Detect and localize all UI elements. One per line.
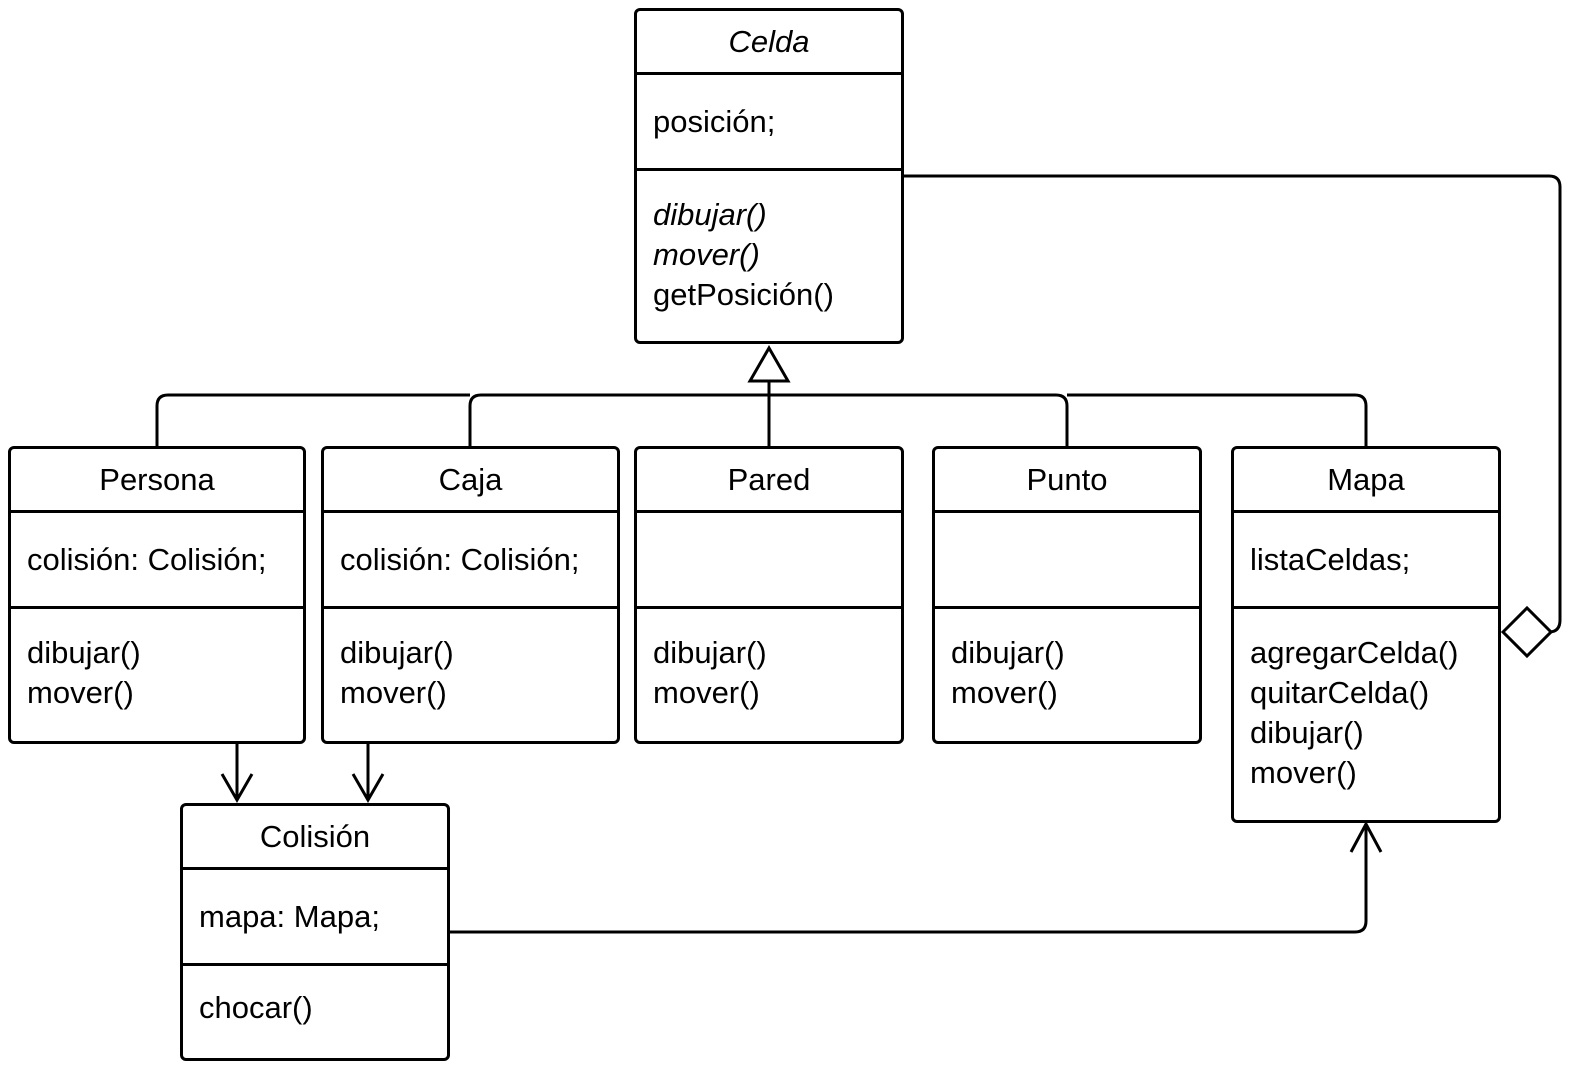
generalization-line-mapa bbox=[1067, 393, 1368, 446]
operations-compartment: dibujar() mover() bbox=[324, 609, 617, 741]
operations-compartment: dibujar() mover() bbox=[935, 609, 1199, 741]
arrowhead-colision-mapa bbox=[1349, 820, 1383, 853]
attributes-compartment bbox=[637, 513, 901, 609]
attribute: colisión: Colisión; bbox=[340, 541, 580, 577]
operation: getPosición() bbox=[653, 277, 834, 312]
operation: agregarCelda() bbox=[1250, 635, 1459, 670]
attribute: colisión: Colisión; bbox=[27, 541, 267, 577]
aggregation-line bbox=[904, 174, 1562, 634]
class-punto: Punto dibujar() mover() bbox=[932, 446, 1202, 744]
class-name: Mapa bbox=[1234, 449, 1498, 513]
operation: mover() bbox=[653, 237, 760, 272]
attributes-compartment: colisión: Colisión; bbox=[324, 513, 617, 609]
class-mapa: Mapa listaCeldas; agregarCelda() quitarC… bbox=[1231, 446, 1501, 823]
operations-compartment: dibujar() mover() bbox=[11, 609, 303, 741]
association-line-colision-mapa bbox=[449, 824, 1368, 934]
operation: dibujar() bbox=[653, 197, 767, 232]
generalization-line-punto bbox=[769, 393, 1069, 446]
operation: dibujar() bbox=[27, 635, 141, 670]
attributes-compartment: posición; bbox=[637, 75, 901, 171]
operations-compartment: chocar() bbox=[183, 966, 447, 1058]
class-name: Persona bbox=[11, 449, 303, 513]
attributes-compartment: listaCeldas; bbox=[1234, 513, 1498, 609]
class-caja: Caja colisión: Colisión; dibujar() mover… bbox=[321, 446, 620, 744]
operations-compartment: dibujar() mover() bbox=[637, 609, 901, 741]
class-persona: Persona colisión: Colisión; dibujar() mo… bbox=[8, 446, 306, 744]
operation: dibujar() bbox=[653, 635, 767, 670]
class-name: Pared bbox=[637, 449, 901, 513]
attributes-compartment: colisión: Colisión; bbox=[11, 513, 303, 609]
operation: quitarCelda() bbox=[1250, 675, 1430, 710]
class-pared: Pared dibujar() mover() bbox=[634, 446, 904, 744]
aggregation-diamond bbox=[1500, 605, 1554, 659]
attribute: listaCeldas; bbox=[1250, 541, 1411, 577]
attributes-compartment: mapa: Mapa; bbox=[183, 870, 447, 966]
operation: dibujar() bbox=[951, 635, 1065, 670]
class-name: Caja bbox=[324, 449, 617, 513]
operation: chocar() bbox=[199, 990, 313, 1025]
generalization-line-persona bbox=[155, 393, 470, 446]
generalization-line-caja bbox=[468, 393, 769, 446]
class-name: Punto bbox=[935, 449, 1199, 513]
generalization-triangle bbox=[747, 344, 791, 383]
operation: mover() bbox=[653, 675, 760, 710]
operations-compartment: agregarCelda() quitarCelda() dibujar() m… bbox=[1234, 609, 1498, 820]
attribute: posición; bbox=[653, 103, 776, 139]
operation: mover() bbox=[340, 675, 447, 710]
arrowhead-persona-colision bbox=[220, 773, 254, 804]
operation: dibujar() bbox=[1250, 715, 1364, 750]
operation: dibujar() bbox=[340, 635, 454, 670]
class-celda: Celda posición; dibujar() mover() getPos… bbox=[634, 8, 904, 344]
operations-compartment: dibujar() mover() getPosición() bbox=[637, 171, 901, 341]
attributes-compartment bbox=[935, 513, 1199, 609]
operation: mover() bbox=[27, 675, 134, 710]
operation: mover() bbox=[951, 675, 1058, 710]
class-name: Celda bbox=[637, 11, 901, 75]
operation: mover() bbox=[1250, 755, 1357, 790]
class-colision: Colisión mapa: Mapa; chocar() bbox=[180, 803, 450, 1061]
class-name: Colisión bbox=[183, 806, 447, 870]
arrowhead-caja-colision bbox=[351, 773, 385, 804]
attribute: mapa: Mapa; bbox=[199, 898, 380, 934]
